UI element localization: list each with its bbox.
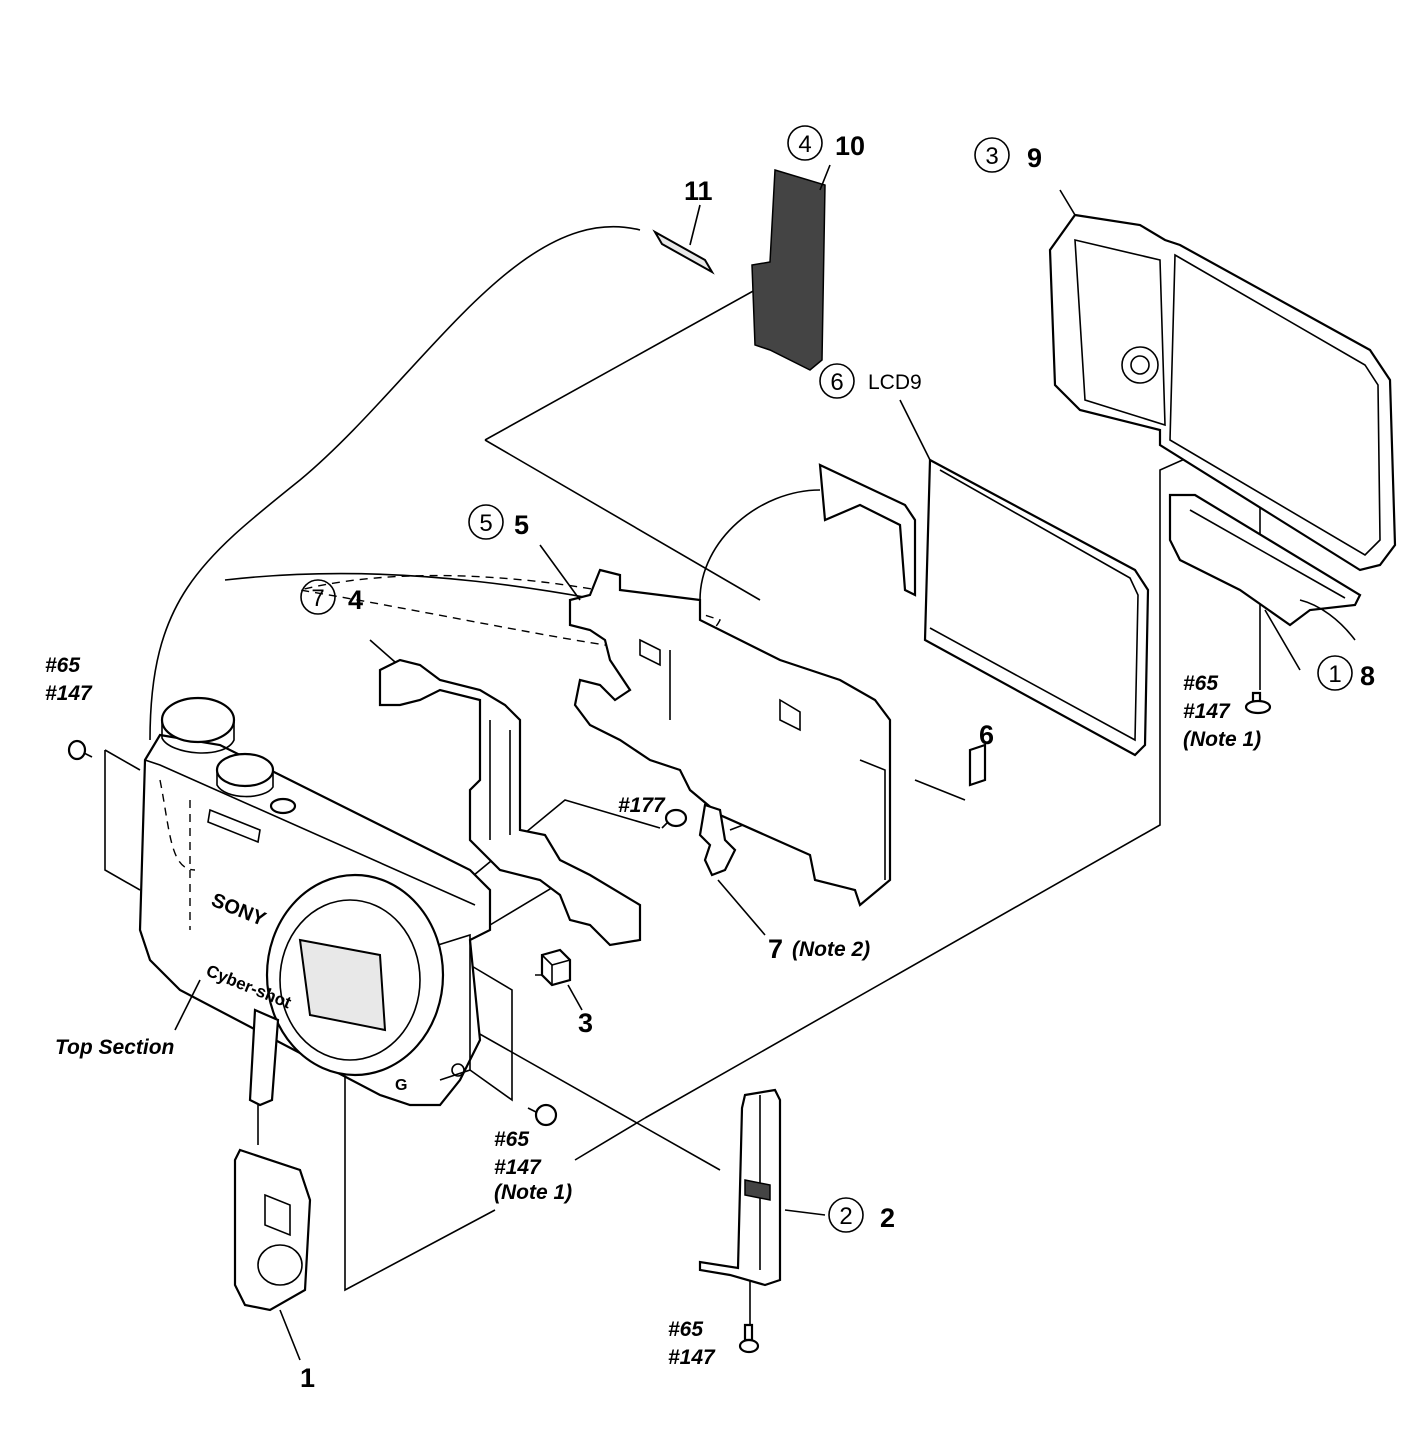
screw-mid-147-label: #147 (494, 1156, 542, 1179)
screw-right-note-label: (Note 1) (1183, 728, 1261, 751)
part-1-label: 1 (300, 1363, 315, 1393)
note-2-label: (Note 2) (792, 938, 870, 961)
screw-left (67, 739, 93, 761)
lcd-panel (818, 399, 1150, 757)
screw-bottom-65-label: #65 (668, 1318, 703, 1341)
callout-c4-circle: 4 (798, 131, 811, 158)
part-5-frame (539, 544, 892, 907)
part-11-label: 11 (684, 176, 713, 206)
screw-left-147-label: #147 (45, 682, 93, 705)
part-7-label: 7 (768, 934, 783, 964)
lens-mark-text: G (395, 1077, 407, 1094)
camera-body: SONY Cyber-shot G (138, 696, 492, 1107)
screw-left-65-label: #65 (45, 654, 80, 677)
screw-bottom-147-label: #147 (668, 1346, 716, 1369)
callout-c6-circle: 6 (830, 369, 843, 396)
callout-c5: 5 5 (468, 504, 529, 540)
callout-c6: 6 LCD9 (819, 363, 922, 399)
screw-bottom (738, 1323, 760, 1354)
part-8-bracket (1168, 493, 1362, 641)
part-6-tab (968, 743, 987, 787)
part-7-bracket (698, 803, 766, 936)
part-6-label: 6 (979, 720, 994, 750)
callout-c6-part: LCD9 (868, 371, 922, 394)
part-9-rear-cabinet (1048, 189, 1397, 572)
screw-right-65-label: #65 (1183, 672, 1218, 695)
screw-right (1244, 691, 1272, 715)
callout-c2-part: 2 (880, 1203, 895, 1233)
screw-mid-65-label: #65 (494, 1128, 529, 1151)
callout-c7-part: 4 (348, 585, 363, 615)
callout-c7-circle: 7 (311, 585, 324, 612)
screw-middle (527, 1103, 558, 1127)
part-10-board (751, 164, 831, 371)
part-2-side-cover (698, 1088, 782, 1287)
callout-c5-circle: 5 (479, 510, 492, 537)
callout-c1: 1 8 (1317, 655, 1375, 691)
part-3-label: 3 (578, 1008, 593, 1038)
callout-c1-circle: 1 (1328, 661, 1341, 688)
callout-c2-circle: 2 (839, 1203, 852, 1230)
part-4-bracket (369, 639, 642, 947)
top-section-label: Top Section (55, 1036, 174, 1059)
part-3-cube (540, 948, 583, 1011)
screw-right-147-label: #147 (1183, 700, 1231, 723)
callout-c2: 2 2 (828, 1197, 895, 1233)
callout-c3-part: 9 (1027, 143, 1042, 173)
part-11-connector (652, 204, 715, 275)
screw-177-label: #177 (618, 794, 666, 817)
part-1-battery-door (233, 1008, 312, 1361)
callout-c4-part: 10 (835, 131, 865, 161)
callout-c3: 3 9 (974, 137, 1042, 173)
screw-177 (661, 808, 688, 829)
callout-c4: 4 10 (787, 125, 865, 161)
callout-c7: 7 4 (300, 579, 363, 615)
screw-mid-note-label: (Note 1) (494, 1181, 572, 1204)
callout-c3-circle: 3 (985, 143, 998, 170)
callout-c5-part: 5 (514, 510, 529, 540)
callout-c1-part: 8 (1360, 661, 1375, 691)
